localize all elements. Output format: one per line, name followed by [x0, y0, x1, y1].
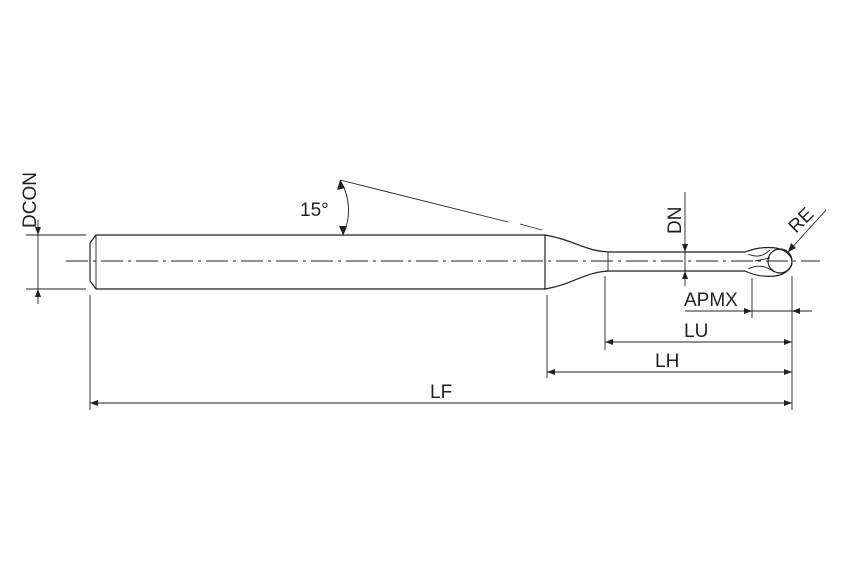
lu-label: LU [684, 321, 708, 342]
dn-dimension: DN [665, 192, 688, 286]
dcon-label: DCON [20, 172, 41, 228]
lh-dimension: LH [547, 351, 792, 375]
dcon-dimension: DCON [20, 172, 86, 304]
angle-dimension: 15° [300, 179, 543, 236]
lh-label: LH [655, 351, 679, 372]
apmx-dimension: APMX [684, 290, 812, 314]
lf-dimension: LF [90, 382, 792, 406]
tool-outline [89, 234, 793, 290]
lf-label: LF [430, 382, 452, 403]
dn-label: DN [665, 207, 686, 234]
apmx-label: APMX [684, 290, 738, 311]
lu-dimension: LU [605, 321, 792, 345]
re-dimension: RE [785, 204, 827, 253]
extension-lines [89, 276, 793, 410]
re-label: RE [785, 204, 819, 238]
angle-label: 15° [300, 200, 329, 221]
